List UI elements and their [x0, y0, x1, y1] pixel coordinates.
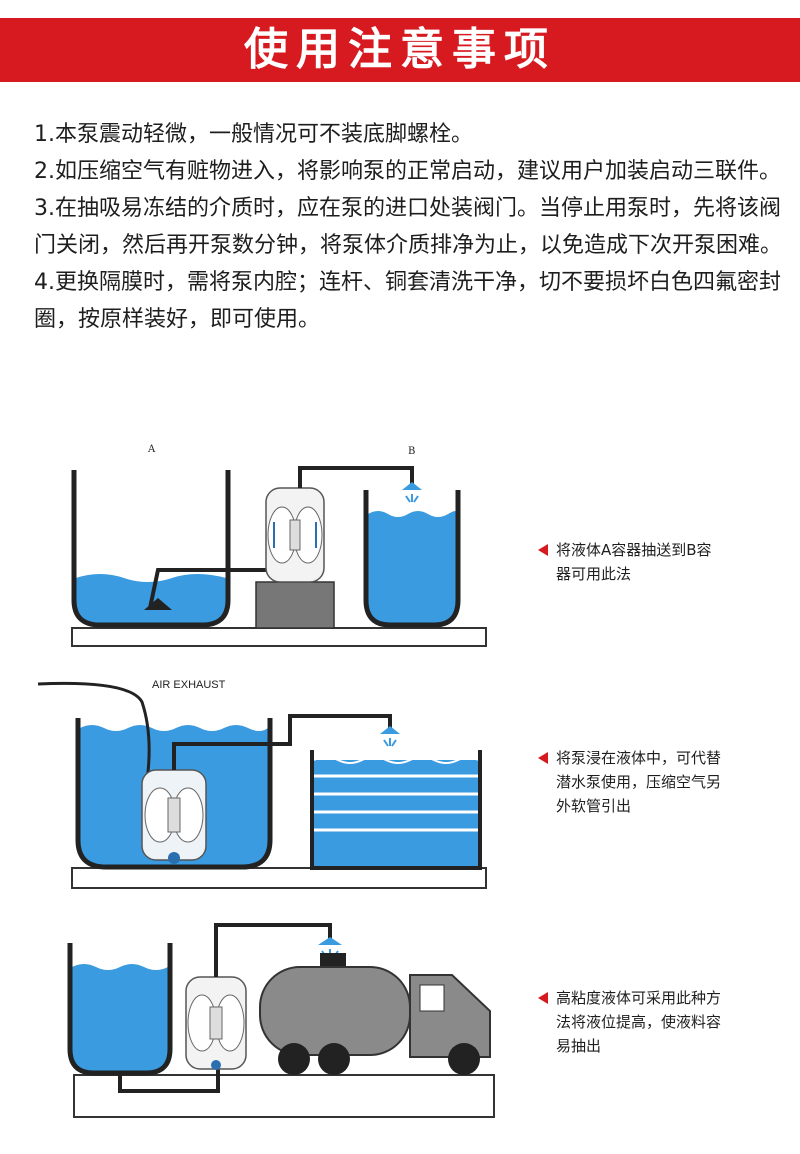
- diagram3-caption: 高粘度液体可采用此种方法将液位提高，使液料容易抽出: [538, 986, 721, 1058]
- container-b-label: B: [408, 446, 415, 457]
- page-title: 使用注意事项: [244, 24, 556, 75]
- arrow-left-icon: [538, 992, 548, 1004]
- note-4: 4.更换隔膜时，需将泵内腔；连杆、铜套清洗干净，切不要损坏白色四氟密封圈，按原样…: [34, 270, 781, 332]
- arrow-left-icon: [538, 544, 548, 556]
- diagram-high-viscosity: [67, 923, 495, 1118]
- diagram2-caption: 将泵浸在液体中，可代替潜水泵使用，压缩空气另外软管引出: [538, 746, 721, 818]
- note-1: 1.本泵震动轻微，一般情况可不装底脚螺栓。: [34, 122, 473, 147]
- container-a-label: A: [147, 444, 156, 455]
- arrow-left-icon: [538, 752, 548, 764]
- diagram1-caption: 将液体A容器抽送到B容器可用此法: [538, 538, 721, 586]
- note-2: 2.如压缩空气有赃物进入，将影响泵的正常启动，建议用户加装启动三联件。: [34, 159, 781, 184]
- tanker-truck-icon: [259, 953, 491, 1075]
- note-3: 3.在抽吸易冻结的介质时，应在泵的进口处装阀门。当停止用泵时，先将该阀门关闭，然…: [34, 196, 783, 258]
- diagram-submerged-pump: AIR EXHAUST: [37, 679, 487, 889]
- title-banner: 使用注意事项: [0, 18, 800, 82]
- pump-icon: [265, 487, 325, 583]
- pump-icon: [185, 976, 247, 1070]
- diagram-transfer-a-to-b: A B: [71, 444, 487, 647]
- pump-icon: [141, 769, 207, 864]
- notes-list: 1.本泵震动轻微，一般情况可不装底脚螺栓。 2.如压缩空气有赃物进入，将影响泵的…: [34, 116, 784, 338]
- air-exhaust-label: AIR EXHAUST: [152, 679, 226, 691]
